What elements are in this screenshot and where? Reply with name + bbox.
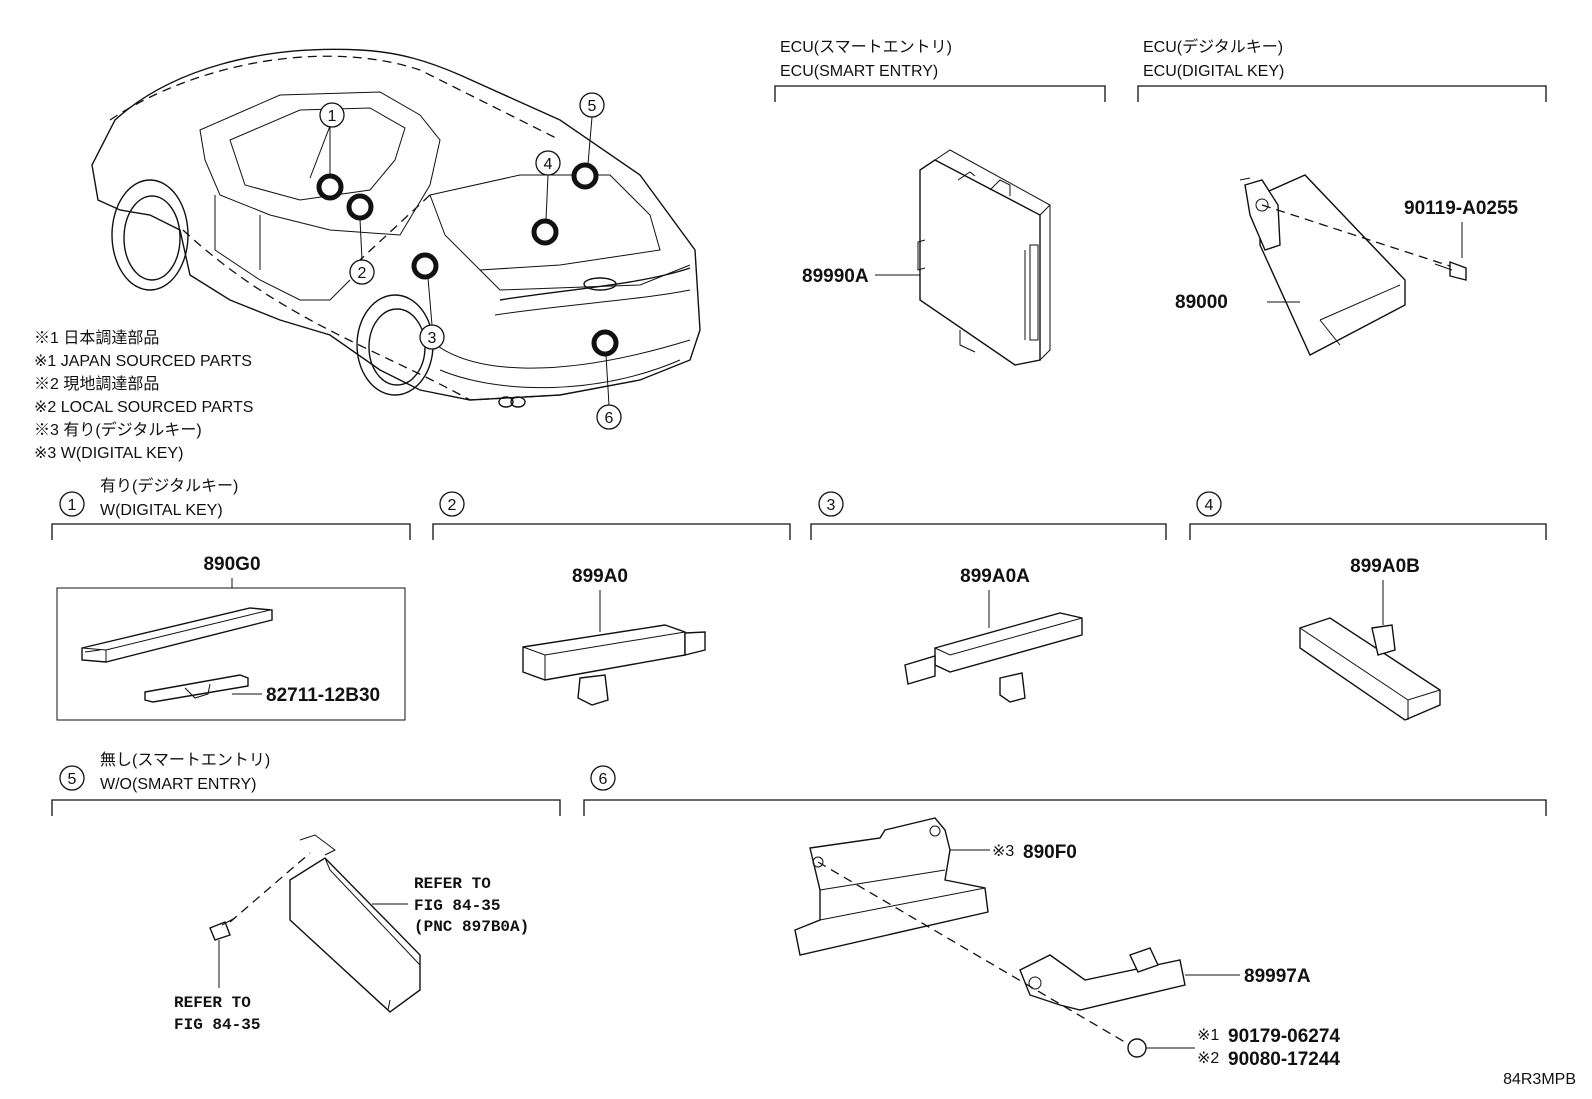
- legend-line-1: ※1 日本調達部品: [34, 329, 159, 347]
- section1-title-en: W(DIGITAL KEY): [100, 502, 223, 519]
- part-90119-A0255: 90119-A0255: [1404, 198, 1519, 219]
- section-3: 3 899A0A: [810, 491, 1167, 703]
- section5-ref-b-line2: FIG 84-35: [174, 1016, 260, 1034]
- legend-line-3: ※2 現地調達部品: [34, 375, 159, 393]
- ecu-smart-entry-title-en: ECU(SMART ENTRY): [780, 63, 938, 80]
- ecu-smart-entry-group: ECU(スマートエントリ) ECU(SMART ENTRY) 89990A: [774, 39, 1106, 366]
- car-callout-3: 3: [419, 324, 445, 350]
- section-4: 4 899A0B: [1189, 491, 1547, 721]
- svg-text:4: 4: [544, 156, 553, 173]
- section5-ref-a-line2: FIG 84-35: [414, 897, 500, 915]
- section5-title-jp: 無し(スマートエントリ): [100, 751, 270, 769]
- part-899A0A: 899A0A: [960, 566, 1030, 587]
- svg-text:6: 6: [599, 771, 608, 788]
- part-899A0B: 899A0B: [1350, 556, 1420, 577]
- figure-id: 84R3MPB: [1503, 1071, 1576, 1088]
- section5-ref-b-line1: REFER TO: [174, 994, 251, 1012]
- part-89997A: 89997A: [1244, 966, 1311, 987]
- car-callout-1: 1: [319, 102, 345, 128]
- section-6: 6 ※3 890F0 89997A ※1 90179-06274 ※2 9008…: [583, 765, 1547, 1070]
- svg-text:5: 5: [588, 98, 597, 115]
- section6-nut-mark1: ※1: [1197, 1027, 1219, 1044]
- section-5: 5 無し(スマートエントリ) W/O(SMART ENTRY) REFER TO…: [51, 751, 561, 1034]
- ecu-smart-entry-title-jp: ECU(スマートエントリ): [780, 39, 952, 56]
- svg-text:4: 4: [1205, 497, 1214, 514]
- legend-line-2: ※1 JAPAN SOURCED PARTS: [34, 353, 252, 370]
- legend: ※1 日本調達部品 ※1 JAPAN SOURCED PARTS ※2 現地調達…: [34, 329, 253, 462]
- part-89990A: 89990A: [802, 266, 869, 287]
- car-callout-2: 2: [349, 259, 375, 285]
- svg-text:1: 1: [68, 497, 77, 514]
- section6-bracket-mark: ※3: [992, 843, 1014, 860]
- svg-text:6: 6: [605, 410, 614, 427]
- section1-title-jp: 有り(デジタルキー): [100, 476, 238, 495]
- ecu-digital-key-group: ECU(デジタルキー) ECU(DIGITAL KEY) 90119-A0255…: [1137, 37, 1547, 356]
- car-callout-4: 4: [535, 150, 561, 176]
- svg-text:5: 5: [68, 771, 77, 788]
- section-2: 2 899A0: [432, 491, 791, 706]
- svg-text:3: 3: [428, 330, 437, 347]
- part-890G0: 890G0: [203, 554, 260, 575]
- section5-ref-a-line1: REFER TO: [414, 875, 491, 893]
- section5-ref-a-line3: (PNC 897B0A): [414, 918, 529, 936]
- car-callout-6: 6: [596, 404, 622, 430]
- svg-text:2: 2: [358, 265, 367, 282]
- legend-line-5: ※3 有り(デジタルキー): [34, 420, 202, 439]
- part-899A0: 899A0: [572, 566, 628, 587]
- part-90080-17244: 90080-17244: [1228, 1049, 1340, 1070]
- section6-nut-mark2: ※2: [1197, 1050, 1219, 1067]
- ecu-digital-key-title-jp: ECU(デジタルキー): [1143, 37, 1283, 56]
- part-82711-12B30: 82711-12B30: [266, 685, 380, 706]
- part-890F0: 890F0: [1023, 842, 1077, 863]
- svg-text:3: 3: [827, 497, 836, 514]
- car-callout-5: 5: [579, 92, 605, 118]
- section5-title-en: W/O(SMART ENTRY): [100, 776, 256, 793]
- svg-text:1: 1: [328, 108, 337, 125]
- ecu-digital-key-title-en: ECU(DIGITAL KEY): [1143, 63, 1284, 80]
- svg-text:2: 2: [448, 497, 457, 514]
- part-90179-06274: 90179-06274: [1228, 1026, 1340, 1047]
- part-89000: 89000: [1175, 292, 1228, 313]
- section-1: 1 有り(デジタルキー) W(DIGITAL KEY) 890G0 82711-…: [51, 476, 411, 721]
- legend-line-4: ※2 LOCAL SOURCED PARTS: [34, 399, 253, 416]
- legend-line-6: ※3 W(DIGITAL KEY): [34, 445, 183, 462]
- vehicle-illustration: [91, 48, 701, 408]
